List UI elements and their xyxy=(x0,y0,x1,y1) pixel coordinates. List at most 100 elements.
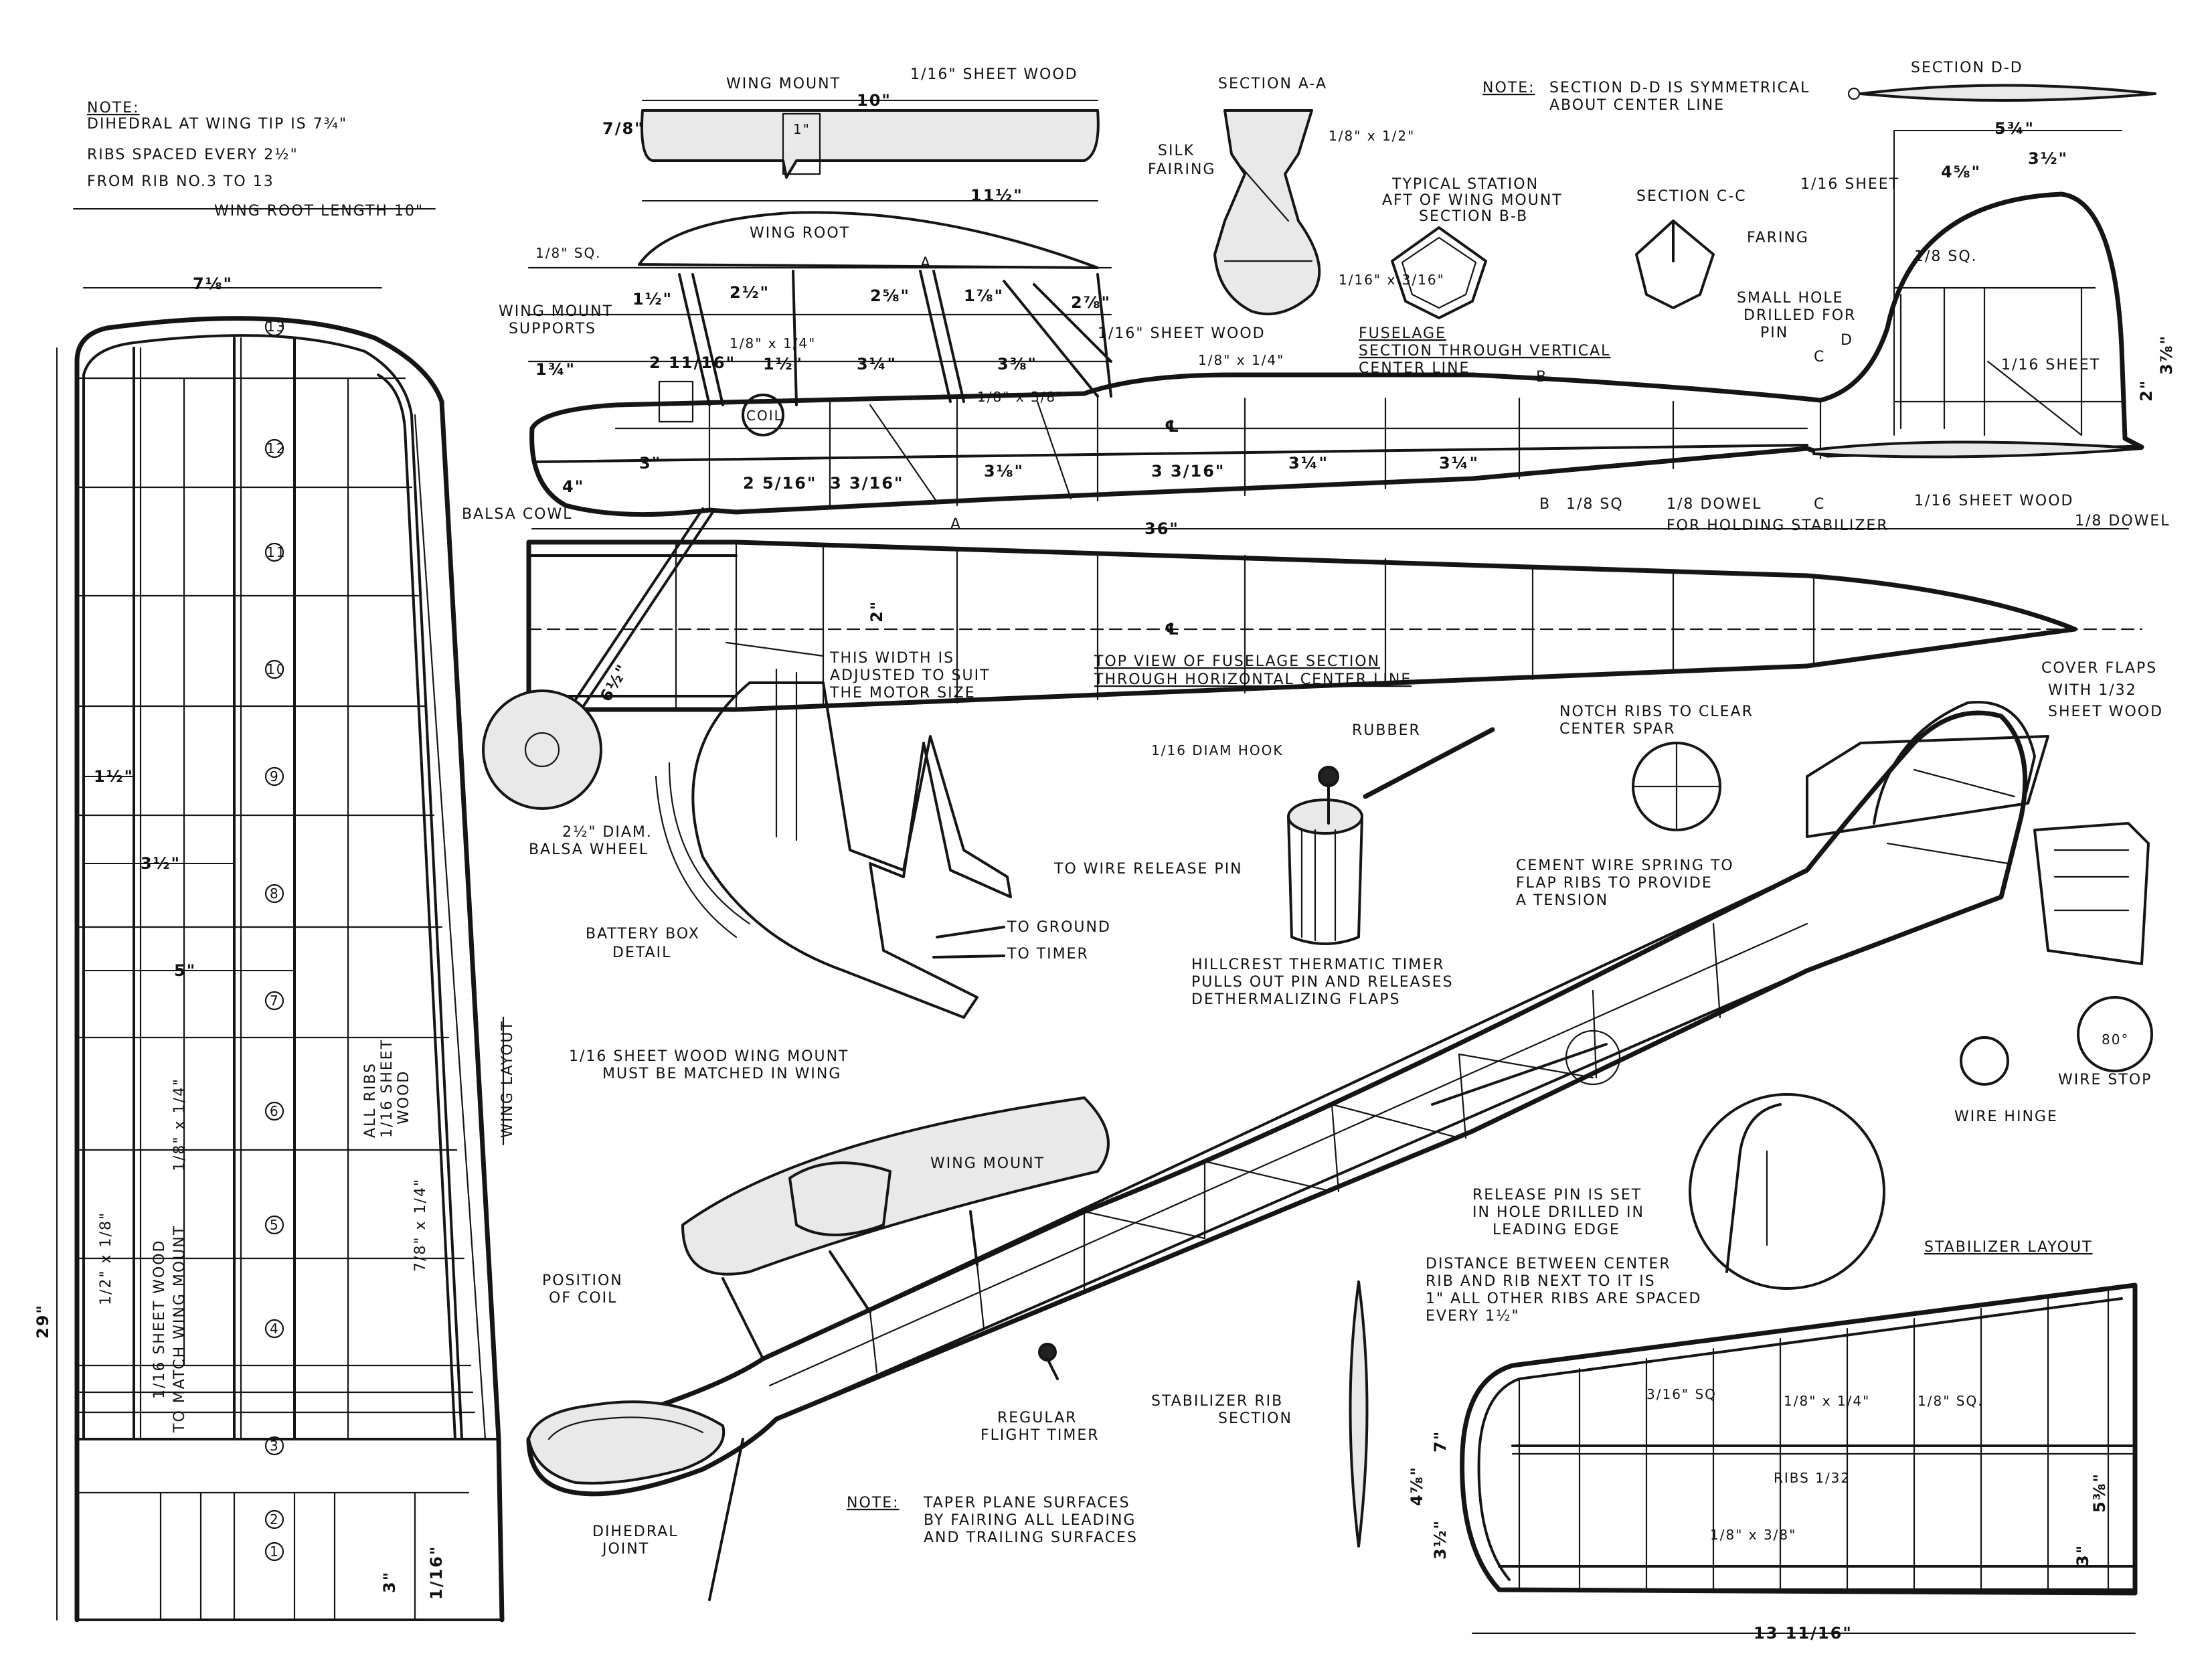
section-bb-dim: 1/16" x 3/16" xyxy=(1339,272,1445,288)
wing-note-from: FROM RIB NO.3 TO 13 xyxy=(87,173,274,190)
section-cc-faring: FARING xyxy=(1747,230,1809,246)
section-dd-title: SECTION D-D xyxy=(1911,60,2023,76)
fuselage-section-label-3: CENTER LINE xyxy=(1359,360,1470,377)
cement-label-3: A TENSION xyxy=(1516,892,1608,909)
fuse-dim-mid-2: 2 11/16" xyxy=(649,353,736,372)
fuse-dim-top-5: 2⅞" xyxy=(1071,293,1111,312)
fuse-dim-top-2: 2½" xyxy=(730,283,770,302)
section-aa-title: SECTION A-A xyxy=(1218,76,1327,92)
section-a-bottom: A xyxy=(950,516,962,533)
coil-position-1: POSITION xyxy=(542,1272,623,1289)
rib-num-8: 8 xyxy=(270,886,280,902)
wing-ribs xyxy=(76,377,476,1440)
rib-num-7: 7 xyxy=(270,993,280,1009)
battery-box-detail: BATTERY BOX DETAIL TO GROUND TO TIMER xyxy=(586,668,1111,1019)
fin-sq: 1/8 SQ. xyxy=(1914,248,1978,265)
fuselage-section-label-2: SECTION THROUGH VERTICAL xyxy=(1359,343,1610,359)
section-b-bottom: B xyxy=(1539,496,1551,513)
wing-chord-top: 7⅛" xyxy=(193,274,233,293)
section-c-top: C xyxy=(1814,349,1825,365)
motor-width-1: THIS WIDTH IS xyxy=(829,650,954,667)
section-cc-title: SECTION C-C xyxy=(1636,188,1747,205)
dihedral-2: JOINT xyxy=(601,1541,649,1558)
wing-mount-supports-label-2: SUPPORTS xyxy=(509,321,596,337)
fuse-dim-mid-5: 3⅜" xyxy=(997,355,1037,374)
wing-spar-dim-2: 7/8" x 1/4" xyxy=(412,1178,429,1272)
rib-num-5: 5 xyxy=(270,1217,280,1233)
stab-rib-section-1: STABILIZER RIB xyxy=(1151,1393,1283,1410)
wing-dim-3: 5" xyxy=(174,961,196,980)
top-centerline: ℄ xyxy=(1165,620,1181,639)
release-pin-2: IN HOLE DRILLED IN xyxy=(1472,1204,1644,1221)
notch-label-2: CENTER SPAR xyxy=(1559,721,1676,738)
taper-note-1: TAPER PLANE SURFACES xyxy=(923,1495,1130,1511)
stab-rib-section-2: SECTION xyxy=(1218,1410,1292,1427)
fuse-dim-mid-4: 3¼" xyxy=(857,355,897,374)
rib-num-9: 9 xyxy=(270,768,280,784)
flight-timer-2: FLIGHT TIMER xyxy=(981,1427,1100,1444)
rib-num-11: 11 xyxy=(266,544,286,560)
release-pin-label: TO WIRE RELEASE PIN xyxy=(1053,861,1243,878)
wing-all-ribs-1: ALL RIBS xyxy=(362,1062,379,1138)
fin-sheet: 1/16 SHEET xyxy=(1800,176,1899,193)
fuselage-dim-4: 4" xyxy=(562,477,584,496)
top-view-stations xyxy=(675,541,1815,711)
wing-dim-2: 3½" xyxy=(141,854,181,873)
fuselage-dowel-2: 1/8 DOWEL xyxy=(2075,513,2171,529)
fuselage-dim-3: 3" xyxy=(639,454,661,473)
dd-note-label: NOTE: xyxy=(1482,80,1535,96)
stab-sq-3-16: 3/16" SQ xyxy=(1646,1386,1717,1402)
small-hole-1: SMALL HOLE xyxy=(1737,290,1844,307)
fuse-dim-low-2: 3 3/16" xyxy=(830,474,904,493)
fuselage-top-view: ℄ 2" TOP VIEW OF FUSELAGE SECTION THROUG… xyxy=(526,540,2143,712)
fuse-dim-mid-3: 1½" xyxy=(763,355,803,374)
cover-flaps-1: COVER FLAPS xyxy=(2041,660,2157,677)
fuselage-wing-root: WING ROOT xyxy=(750,225,850,242)
fuselage-coil: COIL xyxy=(746,408,783,424)
section-c-bottom: C xyxy=(1814,496,1825,513)
wing-spar-dim-1: 1/8" x 1/4" xyxy=(171,1078,188,1171)
motor-width-2: ADJUSTED TO SUIT xyxy=(830,667,991,684)
section-d: D xyxy=(1841,332,1853,349)
fuse-dim-mid-1: 1¾" xyxy=(535,360,576,379)
rib-num-10: 10 xyxy=(266,661,286,677)
wing-root-length: WING ROOT LENGTH 10" xyxy=(214,203,424,220)
fuse-dim-low-3: 3⅛" xyxy=(984,462,1024,481)
taper-note-2: BY FAIRING ALL LEADING xyxy=(924,1512,1136,1529)
fuselage-section-label-1: FUSELAGE xyxy=(1359,325,1446,342)
to-ground: TO GROUND xyxy=(1007,919,1111,936)
tail-sheet-wood: 1/16 SHEET WOOD xyxy=(1914,493,2073,509)
wing-dim-1: 1½" xyxy=(94,767,134,786)
iso-wing-mount: WING MOUNT xyxy=(930,1155,1045,1172)
fin-dim-3: 4⅝" xyxy=(1941,163,1981,181)
stab-spar-2: 1/8" x 3/8" xyxy=(1710,1527,1796,1543)
balsa-cowl: BALSA COWL xyxy=(462,506,573,523)
fuselage-sq-b: 1/8 SQ xyxy=(1566,496,1624,513)
fin-dim-2: 3½" xyxy=(2028,149,2068,168)
flight-timer-1: REGULAR xyxy=(997,1410,1077,1426)
dihedral-1: DIHEDRAL xyxy=(592,1523,679,1540)
fuse-dim-low-6: 3¼" xyxy=(1439,454,1479,473)
strut-length: 6½" xyxy=(596,661,632,705)
battery-box-label: BATTERY BOX xyxy=(586,926,700,942)
motor-width-3: THE MOTOR SIZE xyxy=(829,685,976,701)
fuselage-dim-36: 36" xyxy=(1144,519,1179,538)
fin-dim-1: 5¾" xyxy=(1994,119,2035,138)
fuse-dim-top-3: 2⅝" xyxy=(870,286,910,305)
cover-flaps-2: WITH 1/32 xyxy=(2048,682,2137,699)
timer-label-1: HILLCREST THERMATIC TIMER xyxy=(1191,957,1444,973)
cement-label-1: CEMENT WIRE SPRING TO xyxy=(1516,857,1734,874)
timer-detail: 1/16 DIAM HOOK RUBBER TO WIRE RELEASE PI… xyxy=(1053,722,1495,1008)
stab-dim-3: 3" xyxy=(2073,1544,2092,1566)
stab-distance-1: DISTANCE BETWEEN CENTER xyxy=(1426,1256,1671,1272)
rib-num-2: 2 xyxy=(270,1511,280,1527)
cover-flaps-3: SHEET WOOD xyxy=(2048,703,2163,720)
isometric-bracing xyxy=(869,922,1721,1374)
stab-dim-5-3-8: 5⅜" xyxy=(2090,1473,2109,1513)
fuse-dim-low-1: 2 5/16" xyxy=(743,474,817,493)
wing-spar-dim-3: 1/2" x 1/8" xyxy=(98,1212,114,1305)
section-cc: SECTION C-C FARING xyxy=(1635,188,1809,309)
rib-num-6: 6 xyxy=(270,1103,280,1119)
fuselage-dim-1: 1" xyxy=(793,121,811,137)
fuselage-dim-11-half: 11½" xyxy=(970,186,1023,205)
